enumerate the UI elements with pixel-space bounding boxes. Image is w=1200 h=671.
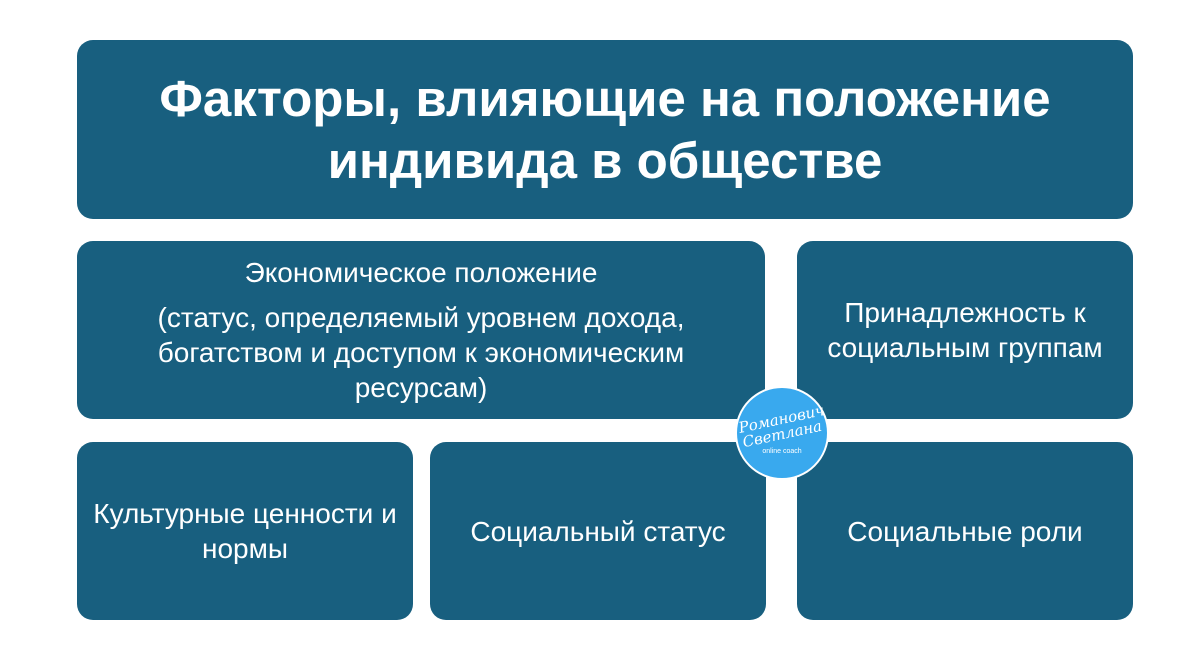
groups-text: Принадлежность к социальным группам bbox=[827, 297, 1103, 363]
economic-detail: (статус, определяемый уровнем дохода, бо… bbox=[157, 302, 685, 403]
factor-economic: Экономическое положение (статус, определ… bbox=[77, 241, 765, 419]
logo-caption: online coach bbox=[762, 447, 802, 455]
roles-text: Социальные роли bbox=[847, 515, 1083, 547]
culture-text: Культурные ценности и нормы bbox=[93, 498, 397, 564]
diagram-title: Факторы, влияющие на положение индивида … bbox=[77, 40, 1133, 219]
economic-heading: Экономическое положение bbox=[244, 257, 598, 288]
status-text: Социальный статус bbox=[470, 515, 726, 547]
title-text: Факторы, влияющие на положение индивида … bbox=[159, 69, 1051, 189]
factor-status: Социальный статус bbox=[430, 442, 766, 620]
factor-culture: Культурные ценности и нормы bbox=[77, 442, 413, 620]
author-logo: Романович Светлана online coach bbox=[735, 386, 829, 480]
factor-roles: Социальные роли bbox=[797, 442, 1133, 620]
factor-groups: Принадлежность к социальным группам bbox=[797, 241, 1133, 419]
